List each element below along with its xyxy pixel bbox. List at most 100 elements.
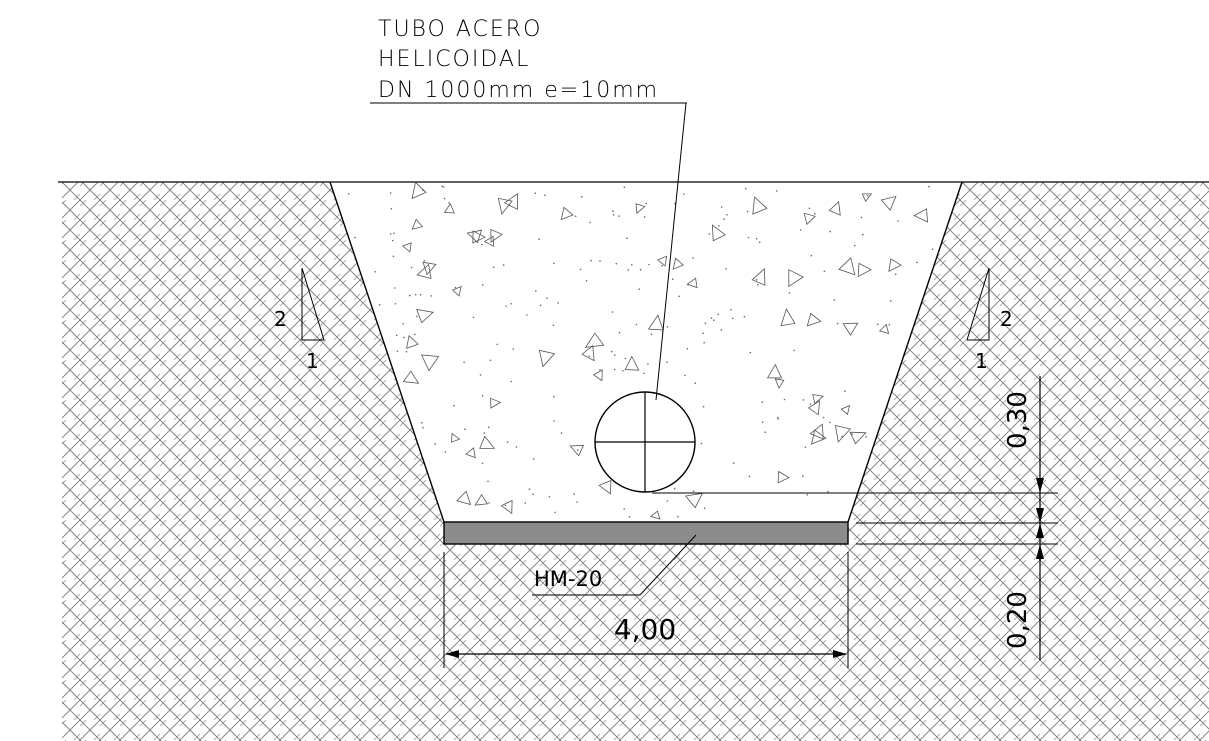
steel-pipe <box>594 391 696 493</box>
aggregate-stone <box>913 208 929 223</box>
aggregate-dot <box>524 502 526 504</box>
aggregate-dot <box>393 232 395 235</box>
aggregate-dot <box>553 395 555 398</box>
aggregate-dot <box>488 426 490 429</box>
aggregate-dot <box>442 186 445 188</box>
aggregate-dot <box>557 302 559 304</box>
aggregate-dot <box>416 315 418 318</box>
width-dimension-text: 4,00 <box>614 613 676 646</box>
aggregate-stone <box>807 400 821 416</box>
aggregate-dot <box>703 341 705 344</box>
aggregate-dot <box>783 398 786 401</box>
aggregate-dot <box>444 451 447 453</box>
aggregate-dot <box>802 475 804 478</box>
aggregate-stone <box>406 335 419 350</box>
aggregate-dot <box>481 462 484 465</box>
aggregate-dot <box>391 239 394 242</box>
aggregate-dot <box>544 194 546 196</box>
aggregate-dot <box>717 313 720 316</box>
pipe-label-line3: DN 1000mm e=10mm <box>378 78 659 103</box>
aggregate-dot <box>703 507 706 510</box>
soil-hatch-left <box>62 182 444 741</box>
aggregate-dot <box>409 294 411 297</box>
aggregate-dot <box>392 255 395 258</box>
aggregate-dot <box>482 284 484 286</box>
aggregate-stone <box>857 262 872 278</box>
aggregate-dot <box>776 416 779 419</box>
aggregate-dot <box>553 262 555 265</box>
aggregate-dot <box>479 374 482 376</box>
aggregate-dot <box>430 295 433 297</box>
aggregate-dot <box>539 304 542 307</box>
concrete-base-leader <box>639 534 697 596</box>
aggregate-stone <box>835 424 852 443</box>
aggregate-stone <box>569 444 585 457</box>
aggregate-dot <box>836 322 839 325</box>
aggregate-dot <box>702 405 705 408</box>
aggregate-stone <box>503 193 519 210</box>
aggregate-dot <box>378 304 381 306</box>
aggregate-dot <box>590 259 592 262</box>
cover-dimension-text: 0,30 <box>1003 391 1033 449</box>
aggregate-stone <box>466 229 483 244</box>
aggregate-dot <box>464 428 466 431</box>
aggregate-dot <box>588 355 591 358</box>
aggregate-dot <box>554 511 556 514</box>
aggregate-dot <box>613 368 616 371</box>
aggregate-dot <box>776 190 778 192</box>
aggregate-dot <box>573 493 575 495</box>
aggregate-dot <box>638 288 641 291</box>
aggregate-dot <box>897 220 899 222</box>
aggregate-dot <box>453 404 455 407</box>
aggregate-dot <box>643 372 645 375</box>
aggregate-dot <box>535 290 537 292</box>
aggregate-dot <box>931 248 934 250</box>
aggregate-dot <box>532 493 534 495</box>
aggregate-dot <box>510 380 513 383</box>
aggregate-stone <box>809 423 824 440</box>
aggregate-dot <box>488 502 490 504</box>
aggregate-dot <box>757 284 759 286</box>
aggregate-stone <box>451 432 461 443</box>
aggregate-stone <box>483 235 495 247</box>
aggregate-dot <box>483 432 486 434</box>
aggregate-dot <box>505 305 507 307</box>
aggregate-dot <box>822 416 825 419</box>
aggregate-dot <box>666 326 669 328</box>
aggregate-dot <box>806 494 809 496</box>
aggregate-dot <box>666 361 668 363</box>
aggregate-dot <box>686 347 689 350</box>
aggregate-dot <box>628 516 631 518</box>
aggregate-dot <box>809 403 812 405</box>
aggregate-dot <box>489 359 492 362</box>
aggregate-stone <box>472 230 487 244</box>
aggregate-dot <box>720 329 723 331</box>
aggregate-stone <box>490 228 503 243</box>
slope-symbol-left: 2 1 <box>274 267 325 373</box>
pipe-label-line1: TUBO ACERO <box>378 17 542 42</box>
aggregate-dot <box>574 215 577 217</box>
aggregate-dot <box>422 427 424 429</box>
aggregate-dot <box>928 185 930 188</box>
aggregate-dot <box>393 287 396 289</box>
aggregate-dot <box>648 263 650 266</box>
aggregate-dot <box>515 446 518 448</box>
aggregate-dot <box>354 236 356 239</box>
aggregate-dot <box>560 432 563 434</box>
pipe-label-line2: HELICOIDAL <box>378 47 530 72</box>
aggregate-stone <box>803 212 816 226</box>
aggregate-dot <box>402 323 405 325</box>
aggregate-dot <box>804 446 807 449</box>
aggregate-dot <box>374 271 377 273</box>
aggregate-dot <box>666 500 669 502</box>
aggregate-dot <box>829 421 831 424</box>
trench-wall-right <box>847 181 963 523</box>
aggregate-stone <box>624 355 640 371</box>
aggregate-dot <box>755 279 758 281</box>
aggregate-dot <box>492 266 495 269</box>
aggregate-dot <box>504 504 507 507</box>
pipe-leader-line <box>655 102 687 401</box>
aggregate-dot <box>576 501 578 503</box>
aggregate-dot <box>645 202 648 205</box>
aggregate-dot <box>510 303 512 305</box>
